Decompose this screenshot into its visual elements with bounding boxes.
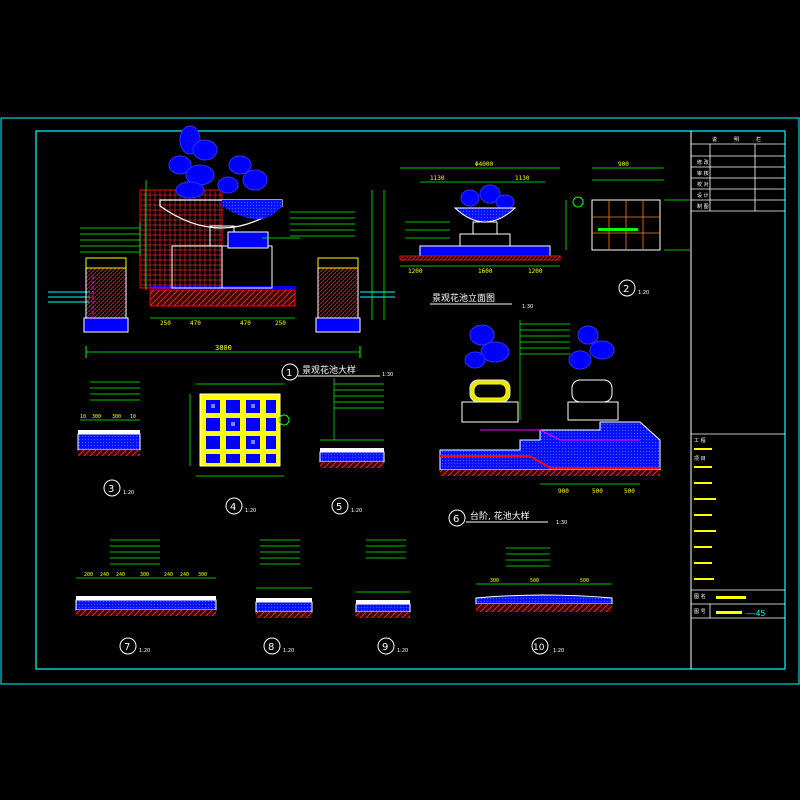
detail-10: 300 500 500 10 1:20 bbox=[475, 547, 613, 655]
dim-label: 300 bbox=[112, 414, 121, 420]
plant-icon bbox=[168, 125, 268, 199]
title-field-label: 工 程 bbox=[694, 437, 706, 444]
main-total-dim: 3800 bbox=[215, 344, 232, 352]
detail-6-scale: 1:30 bbox=[556, 520, 567, 526]
outer-frame bbox=[0, 117, 800, 685]
dim-label: 10 bbox=[80, 414, 86, 420]
callout-5-scale: 1:20 bbox=[351, 508, 362, 514]
detail-4: 4 1:20 bbox=[189, 383, 290, 515]
callout-2-number: 2 bbox=[623, 284, 629, 295]
dim-label: 300 bbox=[490, 578, 499, 584]
dim-label: 240 bbox=[116, 572, 125, 578]
detail-3: 10 300 300 10 3 1:20 bbox=[77, 381, 141, 497]
title-field-label: 图 号 bbox=[694, 609, 706, 615]
callout-4-number: 4 bbox=[230, 502, 236, 513]
callout-9-number: 9 bbox=[382, 642, 388, 653]
foundation-slab bbox=[149, 289, 296, 307]
detail-6-stair: 900 500 500 6 台阶, 花池大样 1:30 bbox=[439, 320, 661, 527]
sheet-number: ——45 bbox=[746, 609, 765, 618]
callout-1-number: 1 bbox=[286, 368, 292, 379]
title-field-label: 图 名 bbox=[694, 593, 706, 600]
detail-6-title: 台阶, 花池大样 bbox=[470, 510, 530, 522]
title-field-label: 项 目 bbox=[694, 456, 706, 462]
title-row-label: 制 图 bbox=[697, 203, 709, 210]
dim-label: 500 bbox=[592, 488, 603, 495]
detail-1-scale: 1:30 bbox=[382, 372, 393, 378]
detail-7: 200 240 240 300 240 240 300 7 1:20 bbox=[75, 539, 217, 655]
title-row-label: 校 对 bbox=[697, 181, 709, 188]
callout-8-number: 8 bbox=[268, 642, 274, 653]
callout-1-circle bbox=[281, 363, 299, 381]
title-row-label: 修 改 bbox=[697, 159, 709, 166]
callout-6-number: 6 bbox=[453, 514, 459, 525]
dim-label: 1130 bbox=[515, 175, 530, 182]
dim-label: 300 bbox=[140, 572, 149, 578]
dim-label: 250 bbox=[160, 320, 171, 327]
dim-label: 10 bbox=[130, 414, 136, 420]
dim-label: 1200 bbox=[408, 268, 423, 275]
dim-label: 900 bbox=[558, 488, 569, 495]
dim-label: 1130 bbox=[430, 175, 445, 182]
detail-2-plan: 900 2 1:20 bbox=[565, 161, 690, 297]
callout-4-scale: 1:20 bbox=[245, 508, 256, 514]
elevation-scale: 1:30 bbox=[522, 304, 533, 310]
dim-label: 500 bbox=[530, 578, 539, 584]
title-block: 说 明 栏 修 改 审 核 校 对 设 计 制 图 工 程 项 目 图 名 图 … bbox=[691, 136, 785, 619]
dim-label: 240 bbox=[164, 572, 173, 578]
callout-9-scale: 1:20 bbox=[397, 648, 408, 654]
detail-9: 9 1:20 bbox=[355, 539, 411, 655]
dim-label: 250 bbox=[275, 320, 286, 327]
dim-label: 900 bbox=[618, 161, 629, 168]
elevation-dim-total: Φ4000 bbox=[475, 161, 493, 168]
detail-5: 5 1:20 bbox=[319, 378, 385, 515]
detail-1-planter: 3800 250 470 470 250 1 景观花池大样 1:30 bbox=[48, 125, 395, 381]
callout-7-number: 7 bbox=[124, 642, 130, 653]
inner-frame bbox=[35, 130, 786, 670]
dim-label: 1600 bbox=[478, 268, 493, 275]
title-row-label: 设 计 bbox=[697, 192, 709, 199]
callout-7-scale: 1:20 bbox=[139, 648, 150, 654]
detail-1-title: 景观花池大样 bbox=[302, 364, 356, 376]
dim-label: 1200 bbox=[528, 268, 543, 275]
dim-label: 300 bbox=[198, 572, 207, 578]
callout-3-scale: 1:20 bbox=[123, 490, 134, 496]
title-header-char: 明 bbox=[734, 137, 739, 143]
callout-10-scale: 1:20 bbox=[553, 648, 564, 654]
detail-8: 8 1:20 bbox=[255, 539, 313, 655]
dim-label: 500 bbox=[580, 578, 589, 584]
title-header-char: 栏 bbox=[756, 136, 761, 143]
dim-label: 200 bbox=[84, 572, 93, 578]
callout-2-scale: 1:20 bbox=[638, 290, 649, 296]
dim-label: 240 bbox=[100, 572, 109, 578]
title-header-char: 说 bbox=[712, 136, 717, 143]
callout-8-scale: 1:20 bbox=[283, 648, 294, 654]
callout-5-number: 5 bbox=[336, 502, 342, 513]
dim-label: 470 bbox=[240, 320, 251, 327]
dim-label: 240 bbox=[180, 572, 189, 578]
callout-3-number: 3 bbox=[108, 484, 114, 495]
title-row-label: 审 核 bbox=[697, 170, 709, 177]
dim-label: 470 bbox=[190, 320, 201, 327]
callout-10-number: 10 bbox=[533, 643, 545, 653]
dim-label: 500 bbox=[624, 488, 635, 495]
dim-label: 300 bbox=[92, 414, 101, 420]
elevation-title: 景观花池立面图 bbox=[432, 292, 495, 304]
elevation-view: Φ4000 1130 1130 1200 1600 1200 景观花池立面图 1… bbox=[399, 161, 561, 310]
